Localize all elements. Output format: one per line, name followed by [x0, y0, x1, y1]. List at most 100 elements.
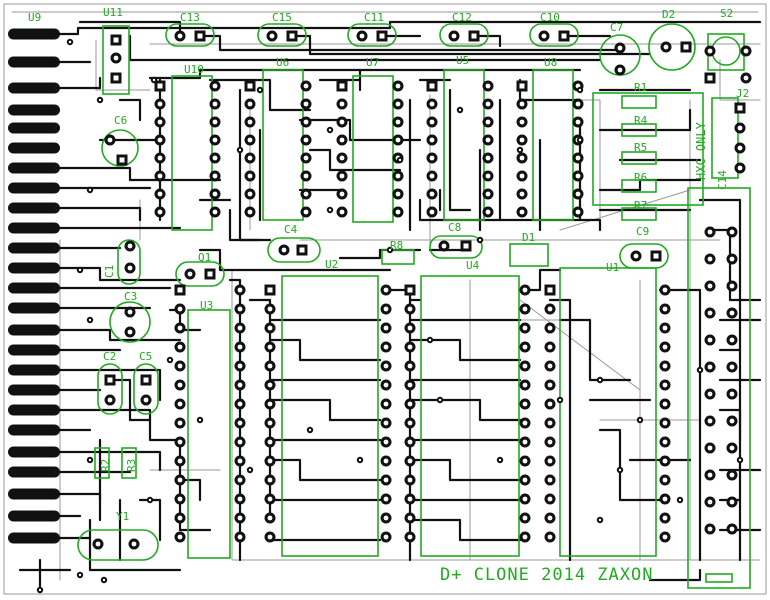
pad-hole: [575, 191, 581, 197]
via-hole: [738, 458, 742, 462]
trace: [268, 458, 382, 482]
via-hole: [598, 378, 602, 382]
pad-hole: [187, 271, 193, 277]
trace: [58, 166, 222, 182]
pad-hole: [547, 306, 553, 312]
pad-hole: [662, 363, 668, 369]
trace: [58, 450, 162, 472]
pad-hole: [383, 287, 389, 293]
pad-hole: [547, 363, 553, 369]
label-c1: C1: [103, 264, 116, 278]
pad-hole: [212, 101, 218, 107]
edge-connector-u9: [8, 28, 60, 544]
edge-finger: [8, 364, 60, 376]
via-hole: [78, 268, 82, 272]
pad-hole: [269, 33, 275, 39]
pad-hole: [662, 477, 668, 483]
via-hole: [152, 78, 156, 82]
pad-hole: [522, 420, 528, 426]
pad-hole: [522, 401, 528, 407]
trace: [718, 408, 742, 442]
pad-hole: [177, 382, 183, 388]
pad-hole: [177, 515, 183, 521]
pad-hole: [519, 119, 525, 125]
silk-capacitor: [165, 23, 215, 47]
via-hole: [102, 578, 106, 582]
edge-finger: [8, 104, 60, 116]
label-c3: C3: [124, 290, 138, 303]
pad-hole: [737, 125, 743, 131]
trace: [178, 438, 212, 532]
pad-hole: [547, 382, 553, 388]
via-hole: [148, 498, 152, 502]
pad-hole: [575, 209, 581, 215]
pad-hole: [303, 191, 309, 197]
edge-finger: [8, 222, 60, 234]
edge-finger: [8, 182, 60, 194]
board-note: HXC ONLY: [694, 122, 708, 180]
edge-finger: [8, 510, 60, 522]
via-hole: [328, 128, 332, 132]
pad-hole: [429, 101, 435, 107]
trace: [108, 378, 152, 422]
pad-hole: [519, 137, 525, 143]
pad-hole: [237, 477, 243, 483]
pad-hole: [247, 155, 253, 161]
edge-finger: [8, 404, 60, 416]
pad-hole: [743, 75, 749, 81]
pad-hole: [407, 458, 413, 464]
silk-capacitor: [77, 529, 159, 561]
pad-hole: [383, 344, 389, 350]
silk-outline: [381, 249, 415, 265]
trace: [228, 278, 242, 562]
pad-hole: [407, 325, 413, 331]
trace: [198, 34, 622, 52]
pad-hole: [707, 499, 713, 505]
pad-hole: [429, 83, 435, 89]
pad-hole: [177, 439, 183, 445]
pad-hole: [157, 101, 163, 107]
trace: [268, 398, 382, 422]
edge-finger: [8, 202, 60, 214]
via-hole: [478, 238, 482, 242]
pad-hole: [485, 209, 491, 215]
pad-hole: [267, 496, 273, 502]
pad-hole: [212, 137, 218, 143]
pad-hole: [522, 325, 528, 331]
pad-hole: [127, 329, 133, 335]
silk-outline: [705, 573, 733, 583]
pad-hole: [237, 344, 243, 350]
via-hole: [358, 458, 362, 462]
edge-finger: [8, 282, 60, 294]
pad-hole: [247, 83, 253, 89]
pad-hole: [383, 477, 389, 483]
trace: [58, 26, 102, 36]
label-r8: R8: [390, 239, 404, 252]
via-hole: [88, 318, 92, 322]
silk-outline: [509, 243, 549, 267]
pad-hole: [143, 377, 149, 383]
pad-hole: [485, 191, 491, 197]
via-hole: [78, 573, 82, 577]
pad-hole: [113, 37, 119, 43]
pad-hole: [339, 119, 345, 125]
pad-hole: [212, 209, 218, 215]
edge-finger: [8, 56, 60, 68]
pad-hole: [131, 541, 137, 547]
pad-hole: [267, 306, 273, 312]
silk-outline: [352, 75, 394, 223]
pad-hole: [395, 83, 401, 89]
trace: [308, 148, 402, 172]
pad-hole: [663, 44, 669, 50]
silk-outline: [94, 447, 110, 479]
via-hole: [98, 98, 102, 102]
pad-hole: [429, 209, 435, 215]
pad-hole: [407, 287, 413, 293]
label-y1: Y1: [116, 510, 130, 523]
pad-hole: [247, 101, 253, 107]
pad-hole: [547, 515, 553, 521]
trace: [148, 68, 582, 80]
pad-hole: [299, 247, 305, 253]
silk-outline: [559, 267, 657, 557]
pad-hole: [407, 439, 413, 445]
